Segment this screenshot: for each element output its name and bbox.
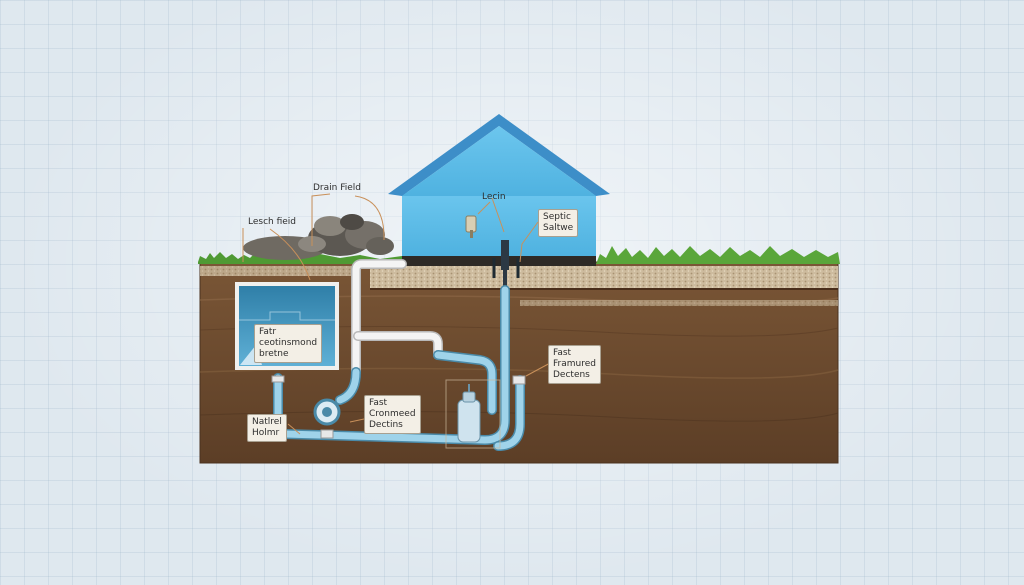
label-fast-framured: Fast Framured Dectens	[548, 345, 601, 384]
label-drain-field: Drain Field	[313, 183, 361, 193]
label-leach-field: Lesch fieid	[248, 217, 297, 227]
label-leach-pipe: Lecin	[482, 192, 506, 202]
callout-leader-lines	[242, 193, 553, 435]
label-septic-system: Septic Saltwe	[538, 209, 579, 237]
house	[388, 114, 610, 266]
grass-right	[596, 246, 840, 264]
gravel-layer	[200, 266, 838, 306]
pump	[313, 398, 341, 426]
inlet-pipe	[351, 259, 443, 377]
pipe-fittings	[271, 375, 526, 439]
label-fast-cronmeed: Fast Cronmeed Dectins	[364, 395, 421, 434]
label-natural-holmr: Natlrel Holmr	[247, 414, 287, 442]
label-tank: Fatr ceotinsmond bretne	[254, 324, 323, 363]
filter-cartridge	[445, 379, 501, 449]
rock-pile	[243, 214, 394, 260]
